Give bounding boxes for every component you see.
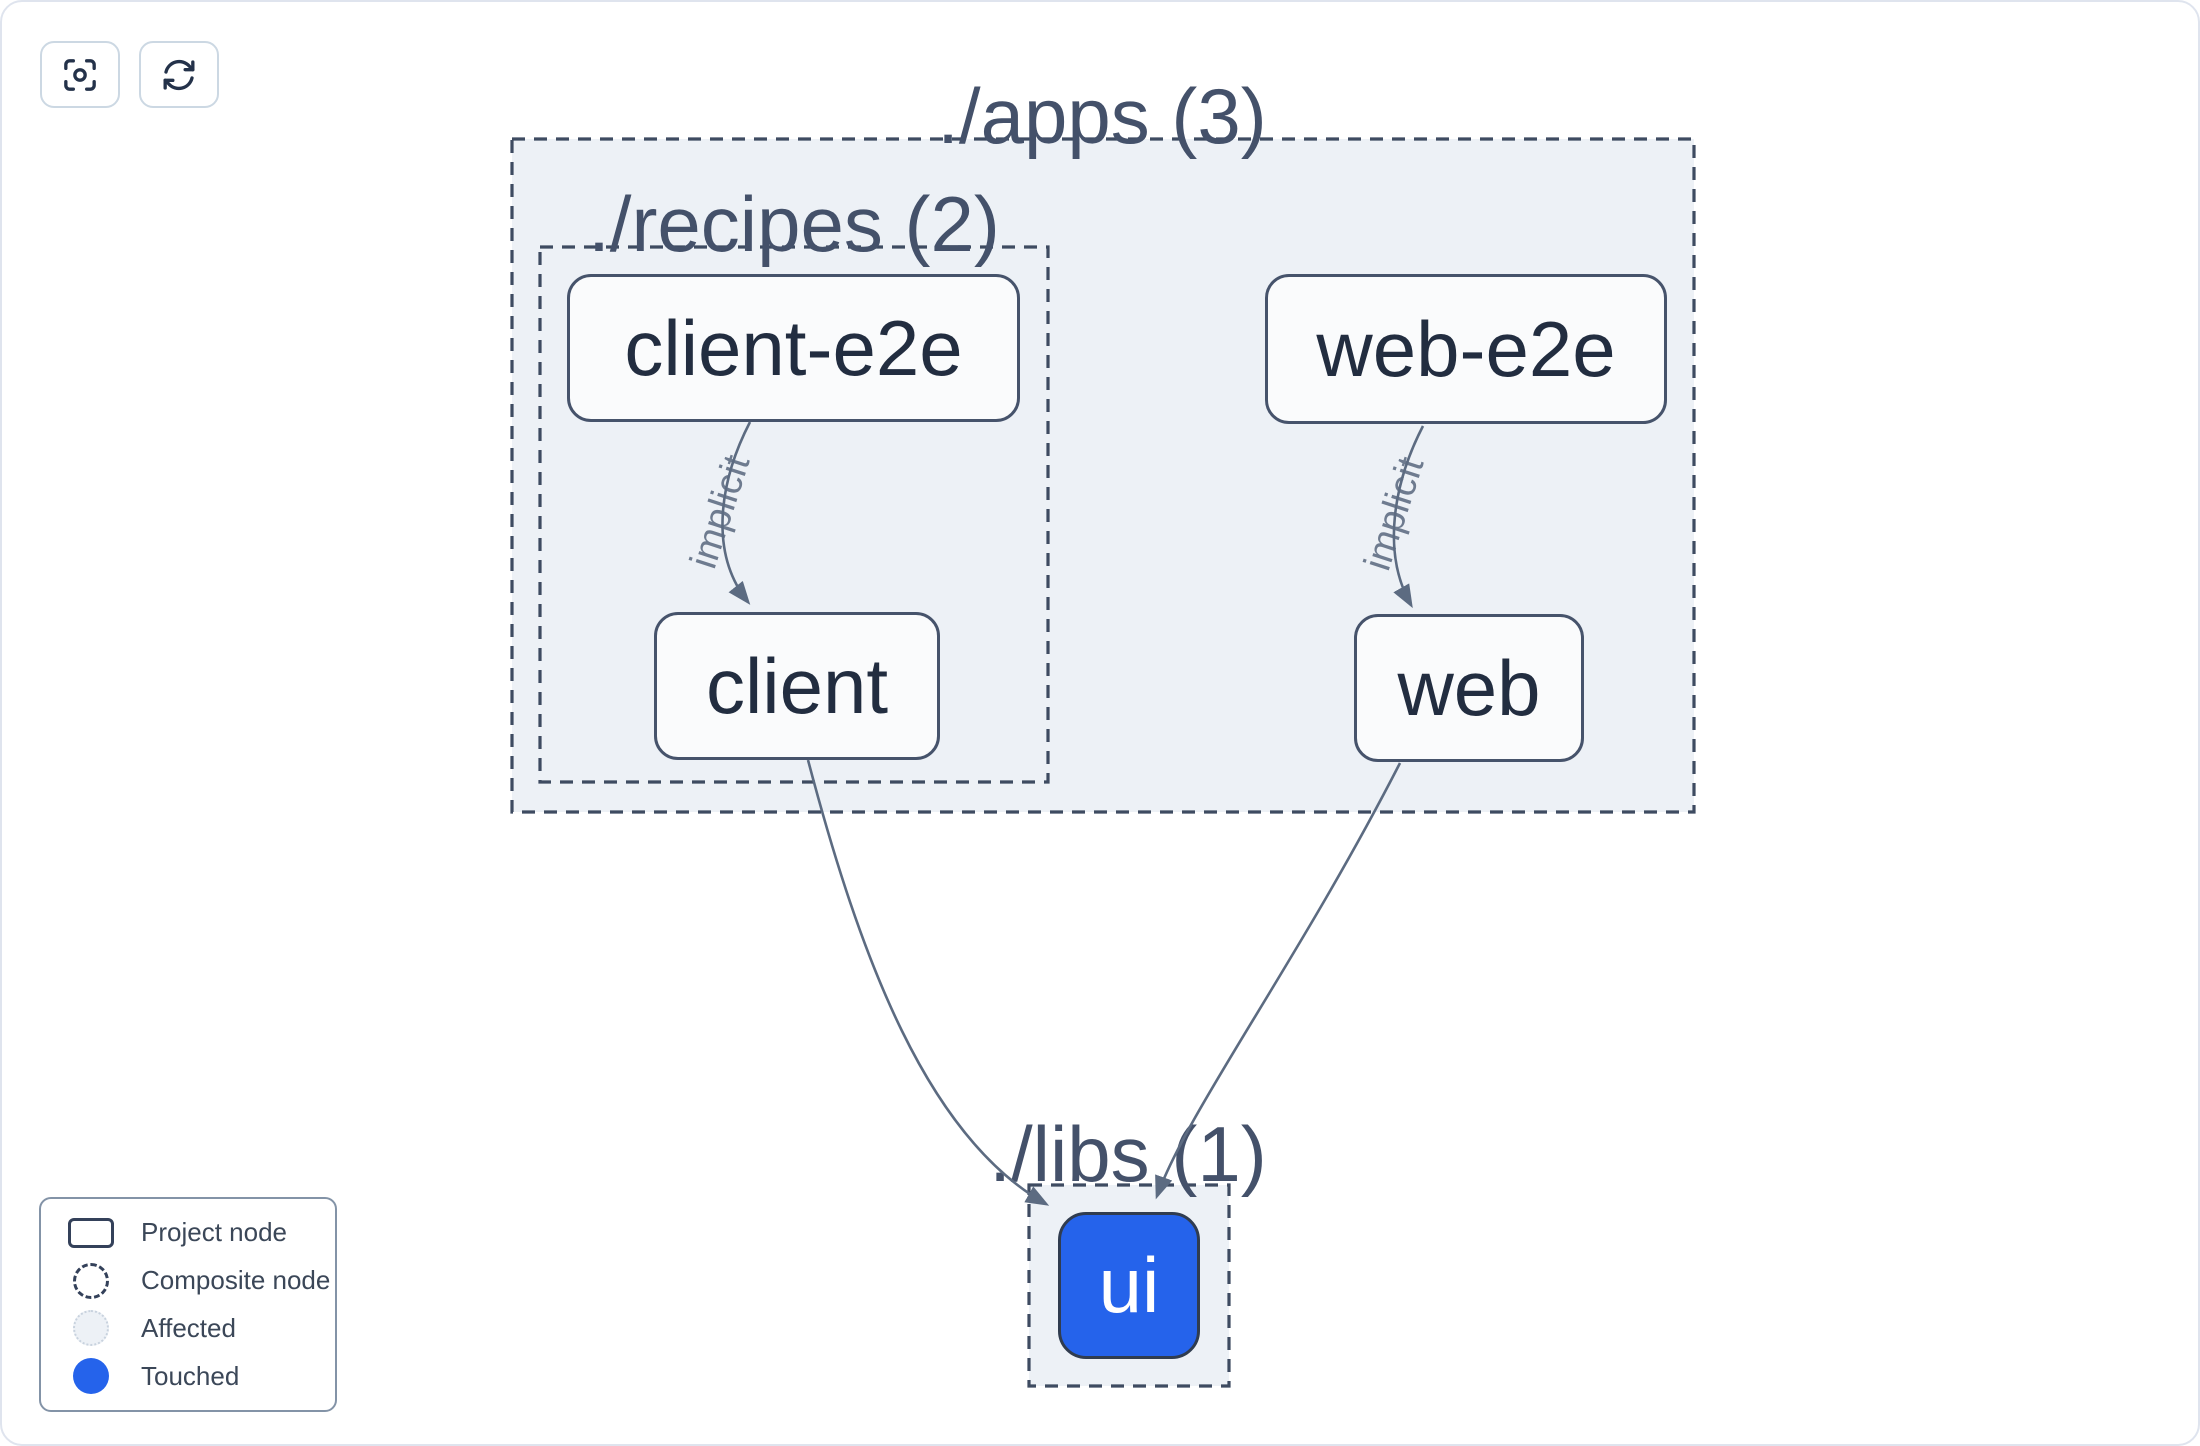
- edge-label-implicit-client: implicit: [682, 450, 759, 574]
- focus-icon: [64, 58, 96, 91]
- edge-label-implicit-web: implicit: [1356, 452, 1433, 576]
- affected-swatch: [73, 1310, 109, 1347]
- composite-node-swatch: [73, 1262, 109, 1299]
- touched-swatch: [73, 1358, 109, 1395]
- container-title-recipes[interactable]: ./recipes (2): [588, 180, 1000, 268]
- refresh-graph-button[interactable]: [139, 41, 219, 108]
- node-ui[interactable]: ui: [1058, 1212, 1200, 1359]
- legend-item-touched: Touched: [41, 1354, 335, 1398]
- legend-label: Touched: [141, 1360, 240, 1391]
- legend-item-composite-node: Composite node: [41, 1259, 335, 1303]
- project-node-swatch: [68, 1217, 114, 1248]
- container-title-libs[interactable]: ./libs (1): [989, 1110, 1267, 1198]
- node-client-e2e[interactable]: client-e2e: [567, 274, 1020, 422]
- center-graph-button[interactable]: [40, 41, 120, 108]
- legend-label: Project node: [141, 1217, 287, 1248]
- legend-item-project-node: Project node: [41, 1211, 335, 1255]
- node-web[interactable]: web: [1354, 614, 1584, 762]
- legend-label: Affected: [141, 1312, 236, 1343]
- node-web-e2e[interactable]: web-e2e: [1265, 274, 1667, 424]
- container-title-apps[interactable]: ./apps (3): [937, 72, 1267, 160]
- legend-label: Composite node: [141, 1265, 331, 1296]
- refresh-icon: [163, 59, 195, 90]
- legend-item-affected: Affected: [41, 1306, 335, 1350]
- node-client[interactable]: client: [654, 612, 940, 760]
- legend-panel: Project node Composite node Affected Tou…: [39, 1197, 337, 1412]
- graph-toolbar: [40, 41, 219, 108]
